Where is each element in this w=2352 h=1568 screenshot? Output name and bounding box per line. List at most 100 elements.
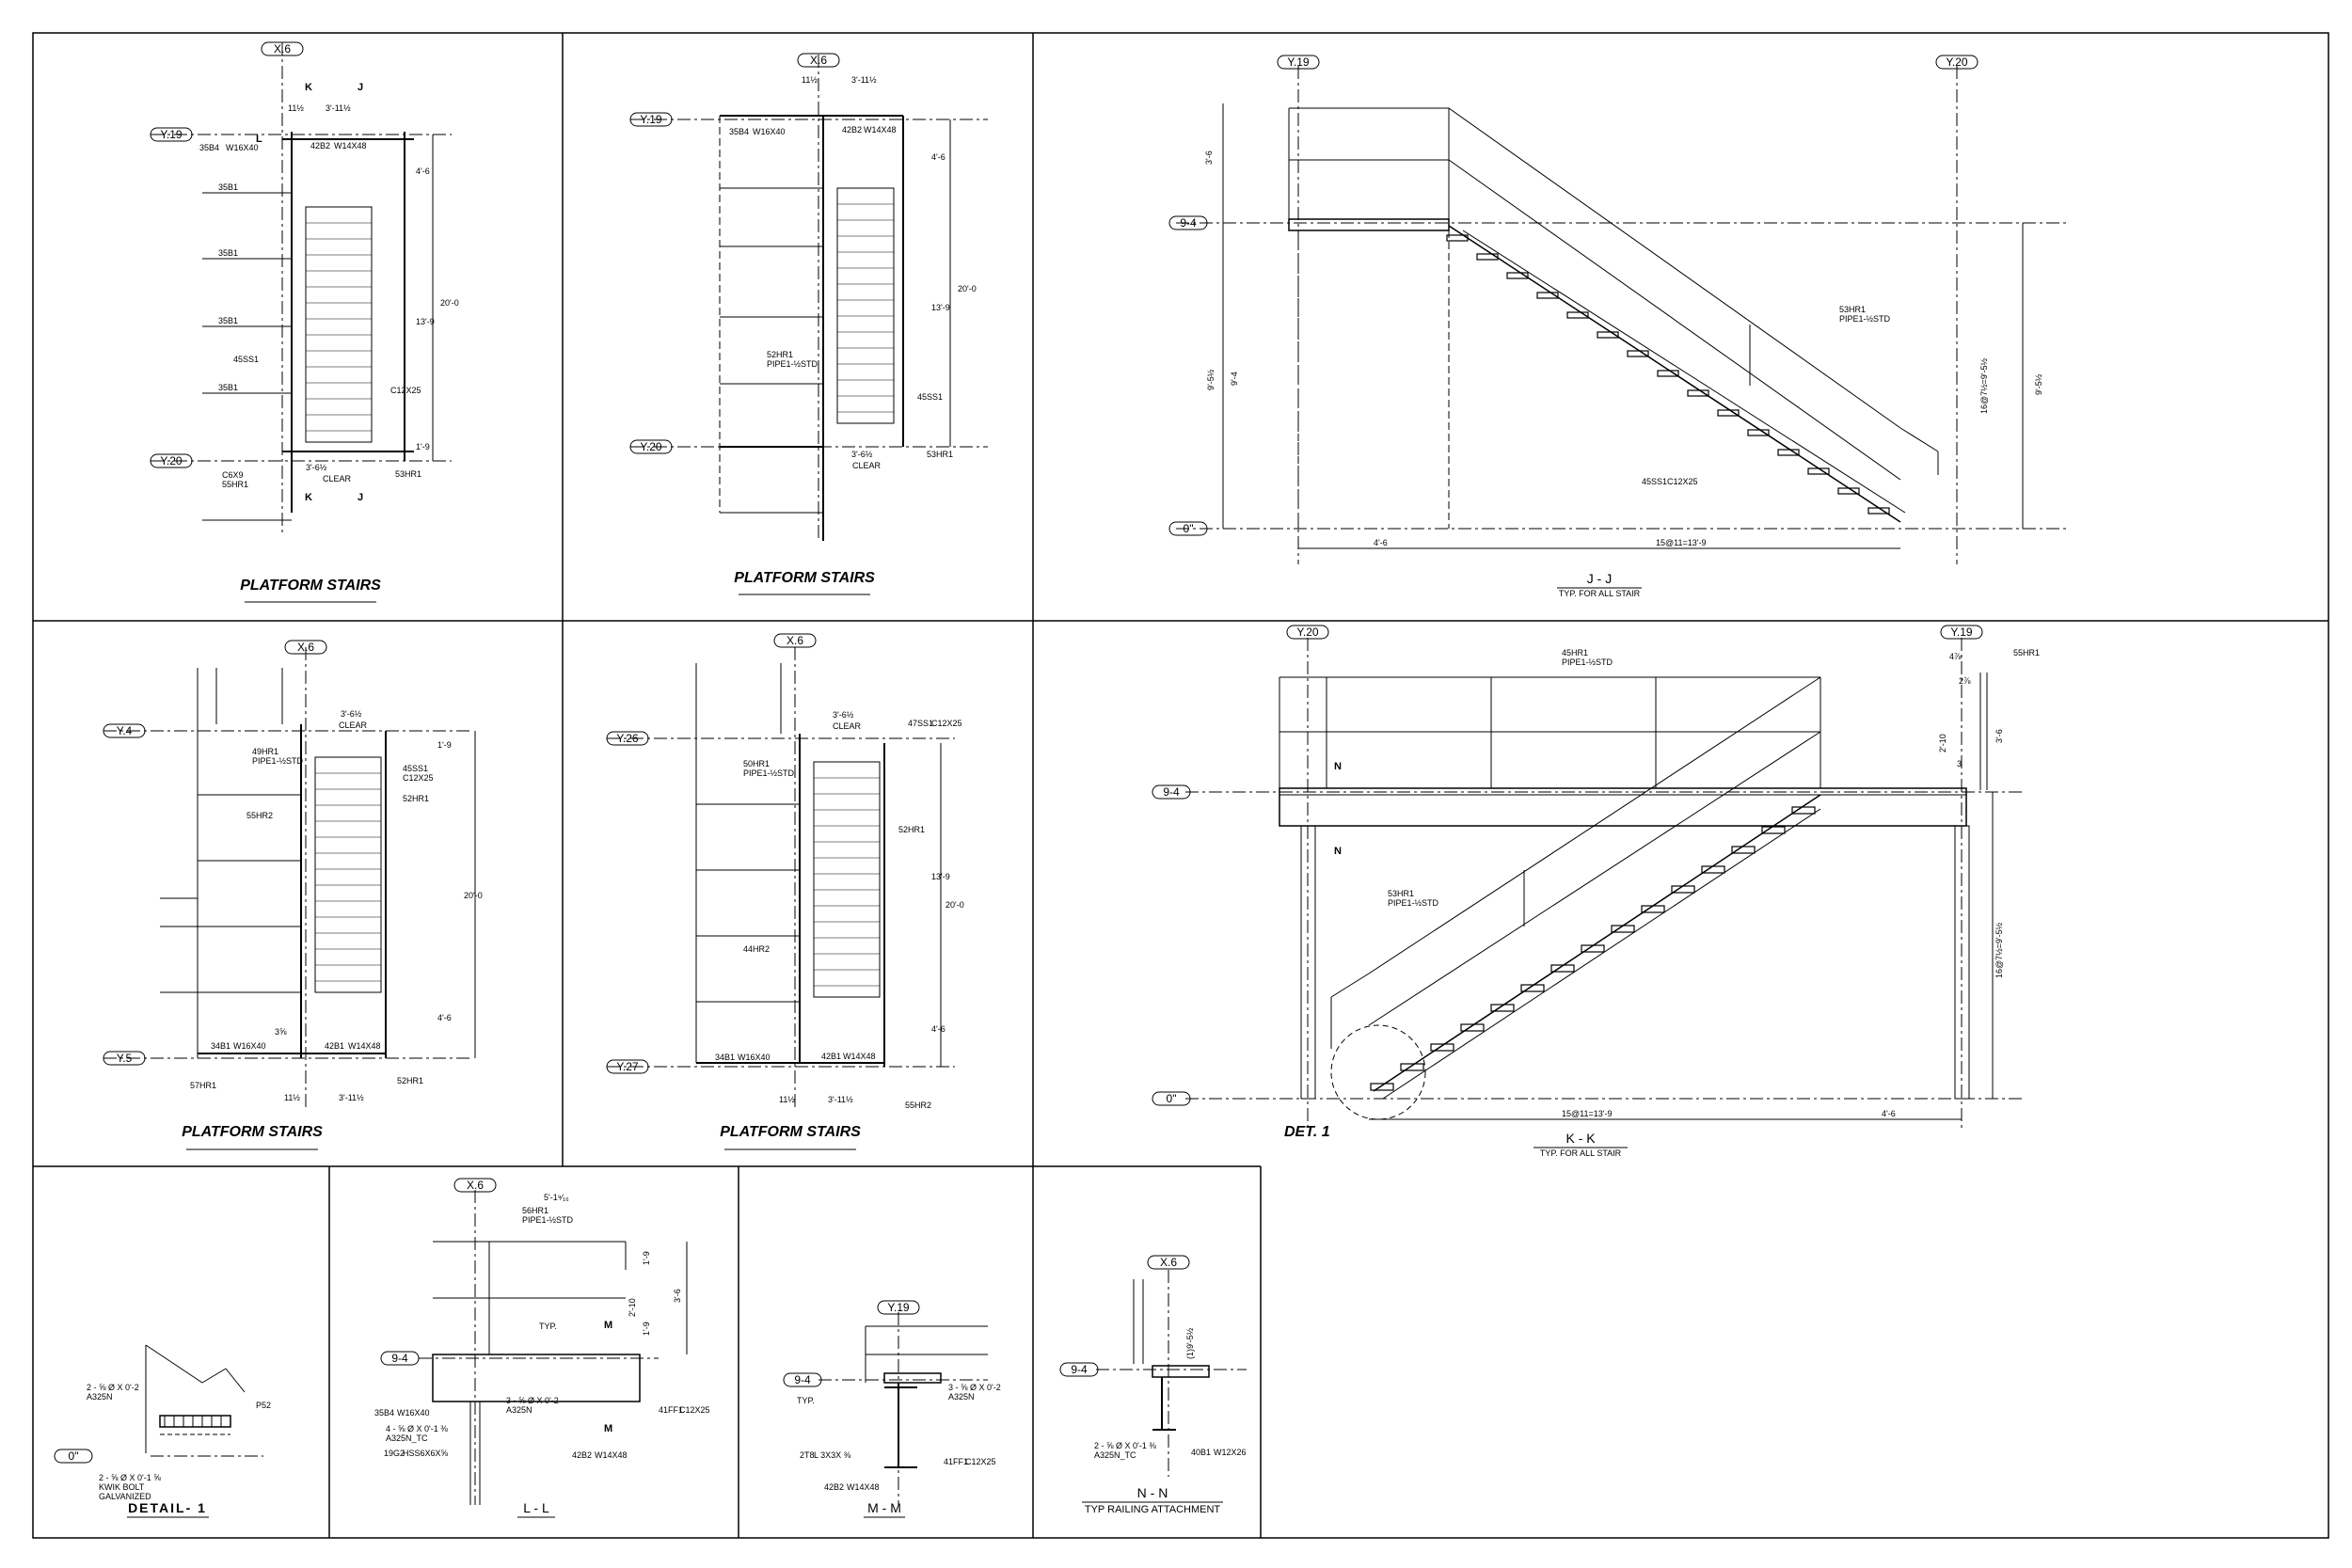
member-tag: W14X48	[864, 125, 897, 135]
member-tag: PIPE1-½STD	[1388, 898, 1439, 908]
member-tag: 35B4	[374, 1408, 394, 1418]
member-tag: 44HR2	[743, 944, 770, 954]
member-tag: W14X48	[334, 141, 367, 150]
dimension: 4⅞	[1949, 652, 1962, 661]
dimension: CLEAR	[339, 721, 368, 730]
dimension: 1'-9	[642, 1251, 651, 1265]
member-tag: PIPE1-½STD	[1839, 314, 1891, 324]
member-tag: 19G2	[384, 1449, 405, 1458]
member-tag: L 3X3X ⅜	[814, 1450, 851, 1460]
dimension: 3'-6	[673, 1289, 682, 1303]
dimension: 3'-11½	[339, 1093, 364, 1102]
dimension: 2'-10	[1938, 734, 1947, 752]
panel-section-kk: Y.20 Y.19 9-4 0"	[1152, 625, 2040, 1158]
grid-bubble-y20: Y.20	[1296, 626, 1318, 639]
section-marker-m: M	[604, 1320, 612, 1331]
stair-treads	[315, 772, 381, 982]
member-tag: 45SS1	[917, 392, 943, 402]
grid-bubble-y19: Y.19	[1950, 626, 1972, 639]
member-tag: 3 - ⅝ Ø X 0'-2	[948, 1383, 1001, 1392]
member-tag: 42B1	[325, 1041, 344, 1051]
member-tag: 35B4	[199, 143, 219, 152]
elevation-bubble: 9-4	[1180, 216, 1197, 230]
panel-title: PLATFORM STAIRS	[240, 578, 381, 594]
dimension: 4'-6	[1882, 1109, 1896, 1118]
member-tag: 2T8	[800, 1450, 815, 1460]
dimension: 9'-4	[1230, 372, 1239, 386]
dimension: 11½	[284, 1093, 300, 1102]
grid-bubble-y19: Y.19	[1287, 55, 1309, 69]
member-tag: W16X40	[753, 127, 786, 136]
member-tag: W16X40	[738, 1053, 771, 1062]
member-tag: 45SS1	[233, 355, 259, 364]
grid-bubble-y19: Y.19	[887, 1301, 909, 1314]
panel-title: J - J	[1587, 571, 1612, 586]
elevation-bubble: 0"	[69, 1449, 79, 1463]
panel-subtitle: TYP. FOR ALL STAIR	[1540, 1148, 1622, 1158]
grid-bubble-y27: Y.27	[616, 1060, 638, 1073]
member-tag: 57HR1	[190, 1081, 216, 1090]
grid-bubble-y20: Y.20	[160, 454, 182, 467]
section-marker-m: M	[604, 1423, 612, 1434]
member-tag: W16X40	[226, 143, 259, 152]
detail-callout-circle	[1330, 1024, 1426, 1120]
member-tag: P52	[256, 1401, 271, 1410]
dimension: 20'-0	[440, 298, 459, 308]
dimension: 9'-5½	[2034, 373, 2043, 395]
member-tag: GALVANIZED	[99, 1492, 151, 1501]
member-tag: C6X9	[222, 470, 244, 480]
member-tag: PIPE1-½STD	[252, 756, 304, 766]
member-tag: 35B1	[218, 383, 238, 392]
panel-title: N - N	[1137, 1485, 1168, 1500]
member-tag: W14X48	[847, 1482, 880, 1492]
grid-bubble-y4: Y.4	[117, 724, 133, 737]
grid-bubble-y26: Y.26	[616, 732, 638, 745]
dimension: 9'-5½	[1206, 369, 1216, 390]
dimension: 3'-11½	[851, 75, 877, 85]
grid-bubble-y19: Y.19	[640, 113, 661, 126]
panel-platform-stairs-3: X.6 Y.4 Y.5 49HR1 PIPE1-½STD 45SS1 C12X2…	[103, 640, 483, 1150]
stair-treads	[1370, 806, 1816, 1091]
member-tag: 52HR1	[403, 794, 429, 803]
grid-bubble-x6: X.6	[274, 42, 291, 55]
dimension: 11½	[288, 103, 304, 113]
stair-treads	[814, 777, 880, 987]
grid-bubble-x6: X.6	[297, 641, 314, 654]
member-tag: PIPE1-½STD	[743, 768, 795, 778]
elevation-bubble: 0"	[1184, 522, 1194, 535]
dimension: 16@7½=9'-5½	[1994, 922, 2004, 978]
member-tag: C12X25	[679, 1405, 710, 1415]
dimension: 15@11=13'-9	[1562, 1109, 1612, 1118]
dimension: 4'-6	[931, 1024, 946, 1034]
member-tag: 34B1	[715, 1053, 735, 1062]
member-tag: 55HR2	[246, 811, 273, 820]
member-tag: C12X25	[931, 719, 962, 728]
dimension: 16@7½=9'-5½	[1979, 357, 1989, 414]
dimension: 4'-6	[931, 152, 946, 162]
member-tag: A325N_TC	[1094, 1450, 1136, 1460]
stair-treads	[837, 203, 894, 413]
dimension: 15@11=13'-9	[1656, 538, 1706, 547]
panel-title: M - M	[867, 1500, 901, 1515]
dimension: 11½	[802, 75, 818, 85]
member-tag: PIPE1-½STD	[767, 359, 818, 369]
panel-title: PLATFORM STAIRS	[182, 1124, 323, 1140]
stair-treads	[306, 222, 372, 432]
member-tag: 3 - ⅝ Ø X 0'-2	[506, 1396, 559, 1405]
member-tag: 49HR1	[252, 747, 278, 756]
member-tag: 4 - ⅝ Ø X 0'-1 ⅜	[386, 1424, 448, 1433]
elevation-bubble: 0"	[1167, 1092, 1177, 1105]
member-tag: W14X48	[843, 1052, 876, 1061]
member-tag: 53HR1	[395, 469, 421, 479]
member-tag: 41FF1	[944, 1457, 968, 1466]
member-tag: W14X48	[595, 1450, 628, 1460]
dimension: 4'-6	[1374, 538, 1388, 547]
dimension: CLEAR	[852, 461, 882, 470]
member-tag: KWIK BOLT	[99, 1482, 145, 1492]
member-tag: 45SS1	[1642, 477, 1667, 486]
member-tag: W12X26	[1214, 1448, 1247, 1457]
member-tag: A325N	[87, 1392, 113, 1402]
detail-callout-label: DET. 1	[1284, 1124, 1330, 1140]
dimension: 2'-10	[628, 1298, 637, 1317]
dimension: 1'-9	[416, 442, 430, 451]
